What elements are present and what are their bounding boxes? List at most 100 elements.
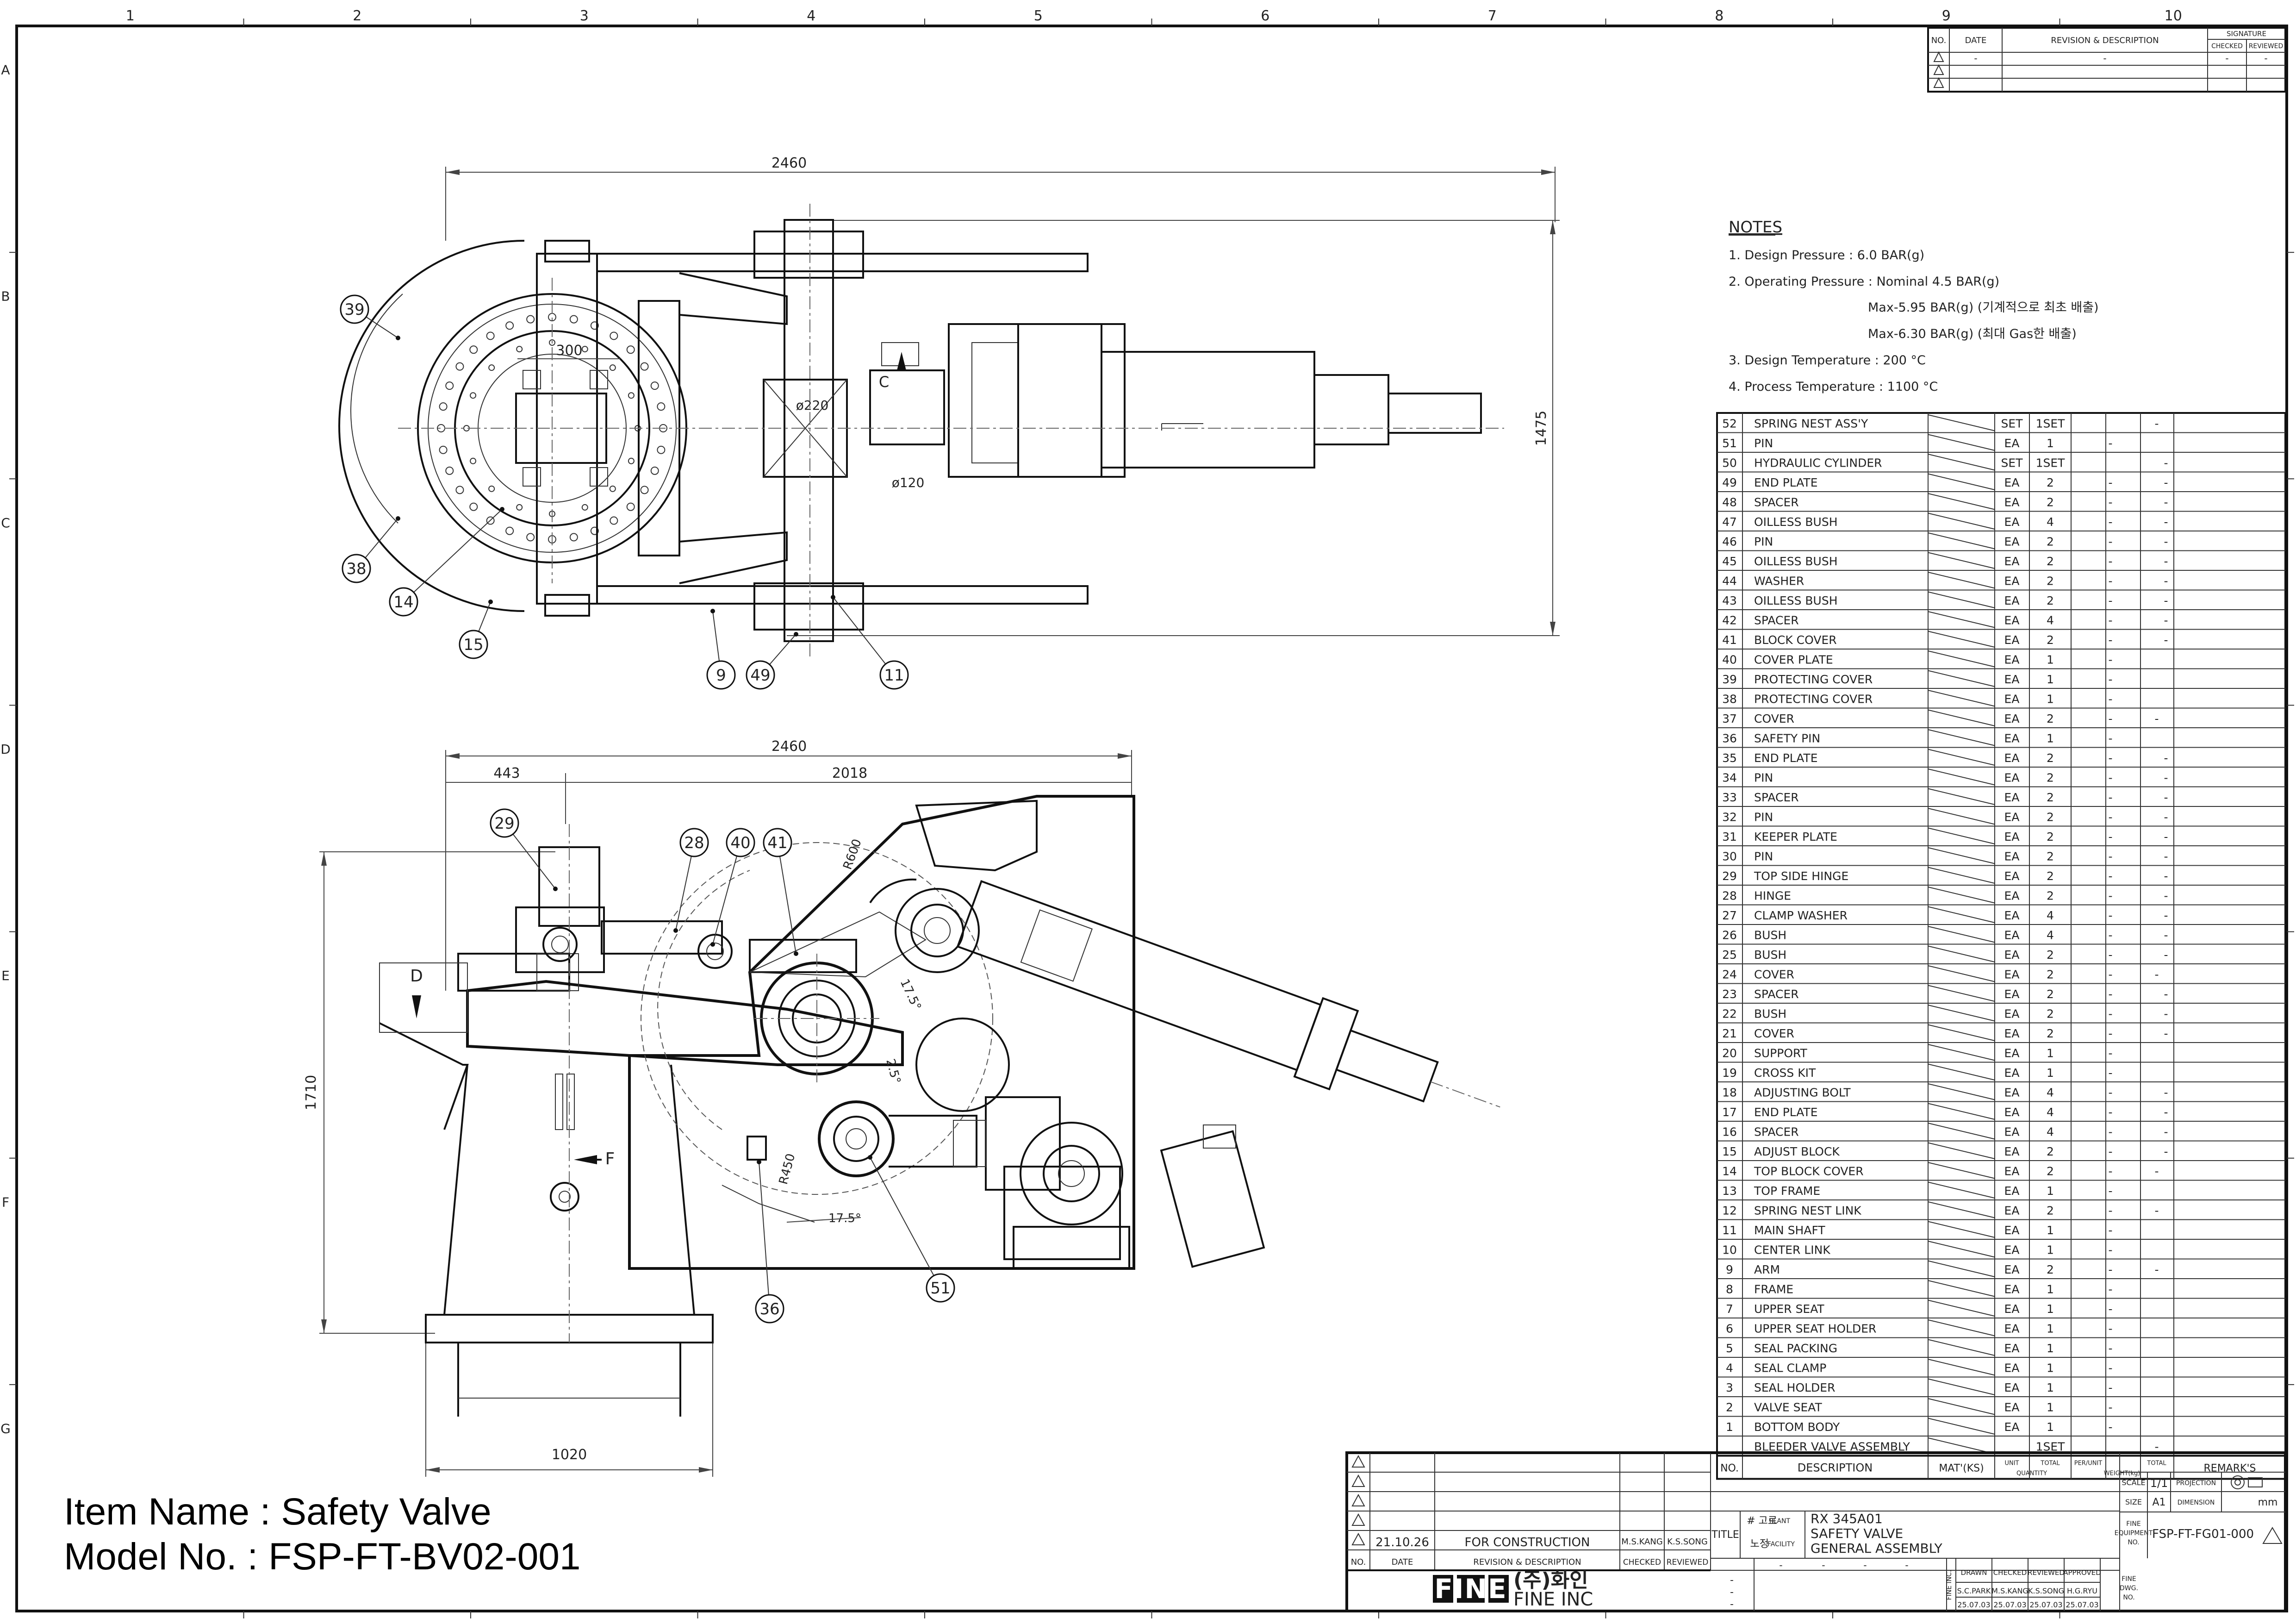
part-remark: - (2164, 948, 2168, 962)
part-no: 20 (1722, 1047, 1737, 1060)
part-description: SUPPORT (1754, 1047, 1808, 1060)
part-remark: - (2164, 1106, 2168, 1119)
zone-col-2: 2 (353, 8, 361, 24)
part-remark: - (2164, 909, 2168, 922)
part-no: 44 (1722, 575, 1737, 588)
part-unit: EA (2004, 929, 2020, 942)
part-per-unit: - (2108, 614, 2112, 627)
part-no: 29 (1722, 869, 1737, 883)
part-description: END PLATE (1754, 476, 1818, 489)
zone-col-5: 5 (1034, 8, 1043, 24)
part-unit: EA (2004, 1420, 2020, 1434)
part-per-unit: - (2108, 1420, 2112, 1434)
part-description: OILLESS BUSH (1754, 594, 1838, 607)
sign-date-1: 25.07.03 (1957, 1600, 1990, 1609)
part-per-unit: - (2108, 1027, 2112, 1040)
part-per-unit: - (2108, 751, 2112, 765)
part-unit: EA (2004, 1401, 2020, 1414)
part-no: 8 (1726, 1283, 1733, 1296)
part-no: 39 (1722, 673, 1737, 686)
rev-row1-desc: - (2103, 53, 2106, 64)
dash-4: - (1779, 1560, 1782, 1571)
part-unit: EA (2004, 1362, 2020, 1375)
part-per-unit: - (2108, 1007, 2112, 1021)
part-unit: EA (2004, 633, 2020, 647)
part-qty: 2 (2047, 791, 2054, 804)
part-per-unit: - (2108, 968, 2112, 981)
part-per-unit: - (2108, 1224, 2112, 1237)
balloon-11 (879, 660, 909, 690)
part-remark: - (2164, 594, 2168, 607)
part-qty: 2 (2047, 1204, 2054, 1218)
part-qty: 1 (2047, 1381, 2054, 1394)
part-description: UPPER SEAT (1754, 1302, 1824, 1316)
part-unit: EA (2004, 1047, 2020, 1060)
part-qty: 2 (2047, 987, 2054, 1001)
tb-revision-triangle-icon-4 (1351, 1513, 1365, 1526)
part-no: 43 (1722, 594, 1737, 607)
zone-col-7: 7 (1488, 8, 1497, 24)
front-dim-base: 1020 (552, 1447, 587, 1463)
dwg-label-3: NO. (2123, 1594, 2134, 1601)
part-unit: EA (2004, 575, 2020, 588)
part-description: COVER (1754, 968, 1794, 981)
part-per-unit: - (2108, 811, 2112, 824)
front-dim-a175a: 17.5° (897, 977, 924, 1012)
part-remark: - (2164, 771, 2168, 785)
part-unit: EA (2004, 811, 2020, 824)
part-unit: EA (2004, 791, 2020, 804)
part-qty: 2 (2047, 869, 2054, 883)
part-description: PIN (1754, 850, 1773, 863)
part-remark: - (2164, 929, 2168, 942)
part-description: WASHER (1754, 575, 1804, 588)
part-qty: 2 (2047, 948, 2054, 962)
parts-header-unit: UNIT (2004, 1460, 2019, 1467)
zone-col-3: 3 (580, 8, 589, 24)
part-per-unit: - (2108, 1165, 2112, 1178)
part-unit: SET (2001, 417, 2023, 431)
part-qty: 2 (2047, 811, 2054, 824)
part-per-unit: - (2108, 732, 2112, 745)
revision-triangle-icons (1933, 51, 1944, 88)
balloon-label-28: 28 (684, 834, 704, 852)
part-qty: 2 (2047, 1145, 2054, 1158)
title-label: TITLE (1711, 1529, 1739, 1541)
company-name-kr: (주)화인 (1513, 1568, 1588, 1592)
equipment-number: FSP-FT-FG01-000 (2152, 1527, 2254, 1541)
top-dim-width: 2460 (772, 155, 807, 171)
part-per-unit: - (2108, 1106, 2112, 1119)
part-qty: 1 (2047, 1322, 2054, 1336)
revision-triangle-icon-1 (1933, 51, 1944, 62)
revision-triangle-icon (2262, 1527, 2283, 1544)
part-description: ADJUSTING BOLT (1754, 1086, 1851, 1099)
notes-block: NOTES 1. Design Pressure : 6.0 BAR(g) 2.… (1729, 218, 2099, 394)
balloon-14 (389, 587, 418, 617)
top-dim-height: 1475 (1533, 411, 1549, 446)
part-qty: 4 (2047, 1086, 2054, 1099)
dash-1: - (1730, 1574, 1734, 1586)
tb-rev-reviewed-header: REVIEWED (1667, 1558, 1709, 1567)
part-description: COVER (1754, 712, 1794, 725)
part-qty: 1 (2047, 1066, 2054, 1080)
part-qty: 2 (2047, 633, 2054, 647)
part-remark: - (2164, 575, 2168, 588)
tb-rev-date-header: DATE (1392, 1557, 1413, 1567)
part-qty: 1SET (2036, 456, 2066, 470)
tb-rev-no-header: NO. (1351, 1557, 1366, 1567)
part-description: PIN (1754, 437, 1773, 450)
note-1: 1. Design Pressure : 6.0 BAR(g) (1729, 248, 1924, 262)
part-qty: 2 (2047, 771, 2054, 785)
zone-col-10: 10 (2165, 8, 2182, 24)
part-per-unit: - (2108, 1086, 2112, 1099)
rev-checked-header: CHECKED (2211, 43, 2243, 50)
equip-label-2: EQUIPMENT (2115, 1530, 2153, 1537)
front-dim-width: 2460 (772, 738, 807, 755)
part-description: PIN (1754, 535, 1773, 549)
parts-header-total-weight: TOTAL (2147, 1460, 2166, 1467)
part-no: 34 (1722, 771, 1737, 785)
part-description: BUSH (1754, 948, 1786, 962)
equip-label-1: FINE (2126, 1520, 2141, 1528)
revision-triangle-icon-3 (1933, 77, 1944, 88)
part-qty: 1 (2047, 1342, 2054, 1355)
